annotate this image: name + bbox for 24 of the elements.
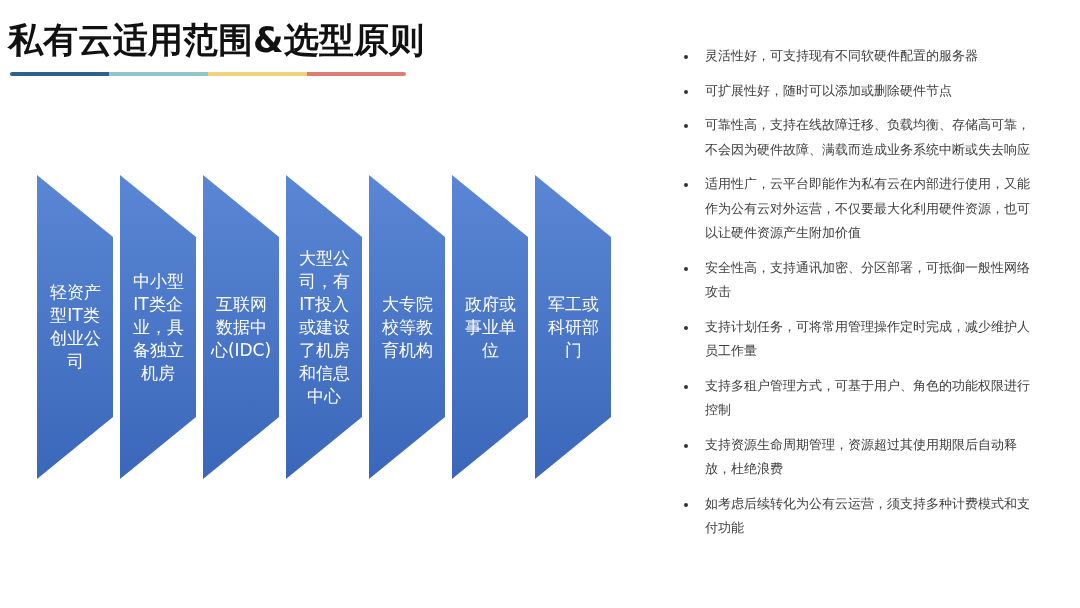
- banner-shape: [37, 175, 113, 479]
- banner-shape: [369, 175, 445, 479]
- category-label: 军工或科研部门: [546, 292, 600, 362]
- banner-shape: [535, 175, 611, 479]
- category-label: 互联网数据中心(IDC): [210, 292, 272, 362]
- list-item-text: 支持多租户管理方式，可基于用户、角色的功能权限进行控制: [705, 376, 1031, 419]
- banner-shape: [286, 175, 362, 479]
- category-label: 大型公司，有IT投入或建设了机房和信息中心: [297, 246, 351, 408]
- category-label: 中小型IT类企业，具备独立机房: [131, 269, 185, 385]
- list-item-text: 可靠性高，支持在线故障迁移、负载均衡、存储高可靠，不会因为硬件故障、满载而造成业务系统中断或失去响应: [705, 116, 1031, 159]
- category-label: 政府或事业单位: [463, 292, 517, 362]
- list-item-text: 适用性广，云平台即能作为私有云在内部进行使用，又能作为公有云对外运营，不仅要最大化利用硬件资源，也可以让硬件资源产生附加价值: [705, 175, 1031, 242]
- slide-title: 私有云适用范围&选型原则: [8, 19, 424, 62]
- list-item-text: 如考虑后续转化为公有云运营，须支持多种计费模式和支付功能: [705, 494, 1031, 537]
- list-item-text: 支持资源生命周期管理，资源超过其使用期限后自动释放，杜绝浪费: [705, 435, 1018, 478]
- list-item-text: 安全性高，支持通讯加密、分区部署，可抵御一般性网络攻击: [705, 258, 1031, 301]
- list-item-text: 灵活性好，可支持现有不同软硬件配置的服务器: [705, 47, 979, 65]
- banner-shape: [203, 175, 279, 479]
- banner-shape: [452, 175, 528, 479]
- category-label: 大专院校等教育机构: [380, 292, 434, 362]
- category-label: 轻资产型IT类创业公司: [48, 281, 102, 373]
- list-item-text: 可扩展性好，随时可以添加或删除硬件节点: [705, 81, 953, 100]
- banner-shape: [120, 175, 196, 479]
- list-item-text: 支持计划任务，可将常用管理操作定时完成，减少维护人员工作量: [705, 317, 1031, 360]
